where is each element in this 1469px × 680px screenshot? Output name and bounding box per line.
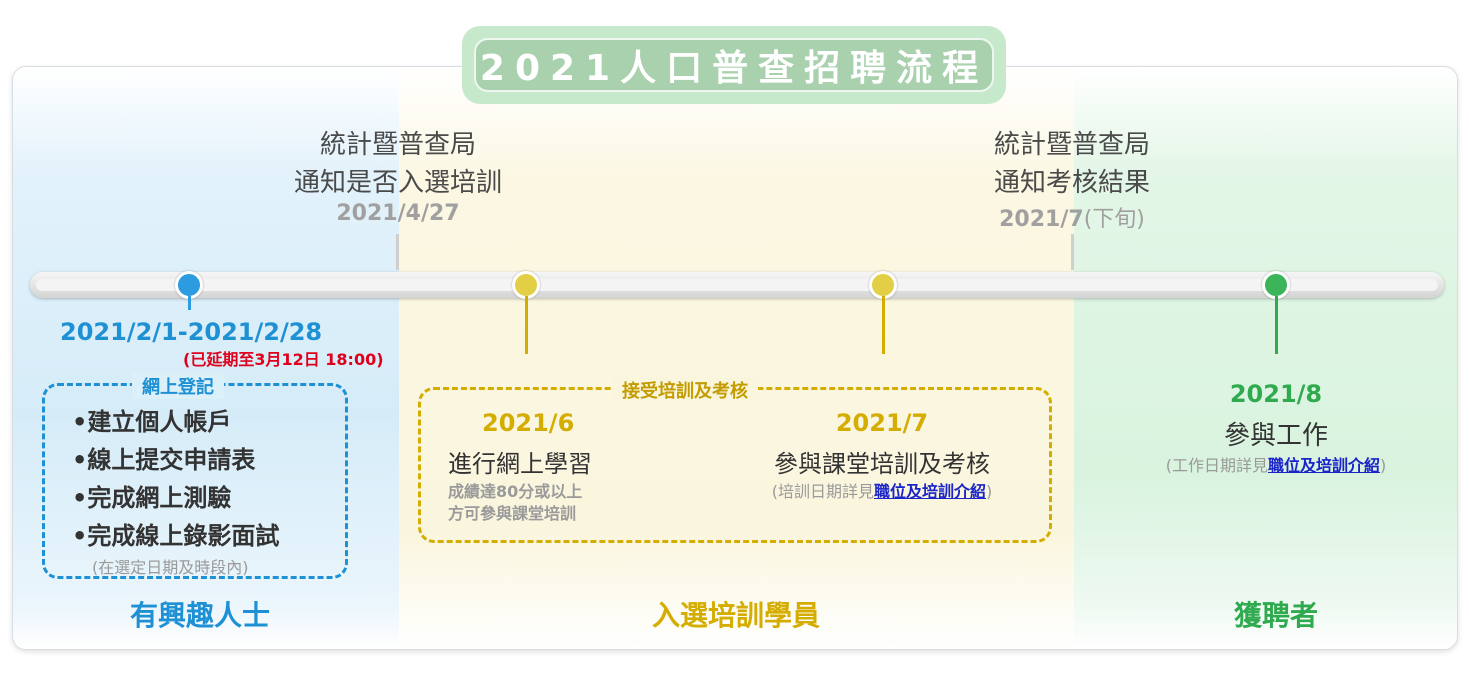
- stem-yellow-1: [525, 296, 528, 354]
- online-registration-label: 網上登記: [132, 373, 224, 399]
- timeline-dot-yellow-1: [512, 271, 540, 299]
- stage3-footer: 獲聘者: [1233, 599, 1318, 632]
- stage1-note: (在選定日期及時段內): [92, 558, 249, 577]
- stage-hired-band: [1074, 67, 1457, 649]
- stem-green: [1275, 296, 1278, 354]
- notify-training-line1: 統計暨普查局: [319, 130, 476, 160]
- stage3-date: 2021/8: [1229, 380, 1323, 408]
- page-title: 2021人口普查招聘流程: [474, 38, 994, 92]
- stage2-note-suffix: ): [986, 482, 993, 501]
- stage3-note-suffix: ): [1380, 456, 1387, 475]
- stage1-extension: (已延期至3月12日 18:00): [183, 350, 384, 369]
- stem-yellow-2: [882, 296, 885, 354]
- stage2-right-note: (培訓日期詳見職位及培訓介紹): [722, 478, 1042, 502]
- timeline-dot-green: [1262, 271, 1290, 299]
- stage2-right-title: 參與課堂培訓及考核: [774, 450, 990, 478]
- stage2-left-note1: 成績達80分或以上: [448, 482, 583, 501]
- step-submit-form: •線上提交申請表: [72, 446, 256, 474]
- stage1-date: 2021/2/1-2021/2/28: [60, 318, 323, 346]
- timeline-dot-blue: [175, 271, 203, 299]
- stage2-left-title: 進行網上學習: [448, 450, 592, 478]
- notify-training-line2: 通知是否入選培訓: [293, 168, 502, 198]
- step-online-test: •完成網上測驗: [72, 484, 232, 512]
- step-video-interview: •完成線上錄影面試: [72, 522, 280, 550]
- stage-interested-band: [13, 67, 399, 649]
- registration-steps: •建立個人帳戶 •線上提交申請表 •完成網上測驗 •完成線上錄影面試: [72, 402, 279, 554]
- stage-trainee-band: [399, 67, 1074, 649]
- stage2-left-date: 2021/6: [482, 409, 575, 437]
- notify-result-date-suffix: (下旬): [1083, 207, 1145, 232]
- stage3-note-prefix: (工作日期詳見: [1165, 456, 1268, 475]
- position-training-link-2[interactable]: 職位及培訓介紹: [1267, 456, 1380, 475]
- divider-tick-right: [1071, 234, 1074, 270]
- divider-tick-left: [396, 234, 399, 270]
- stage2-right-date: 2021/7: [835, 409, 929, 437]
- stage2-left-note2: 方可參與課堂培訓: [448, 504, 577, 523]
- process-panel: [12, 66, 1458, 650]
- stage2-note-prefix: (培訓日期詳見: [771, 482, 874, 501]
- stage1-footer: 有興趣人士: [129, 599, 270, 632]
- stage2-footer: 入選培訓學員: [651, 599, 820, 632]
- stage3-title: 參與工作: [1223, 421, 1328, 451]
- notify-result-date: 2021/7: [999, 207, 1084, 232]
- notify-result-line1: 統計暨普查局: [993, 130, 1150, 160]
- step-create-account: •建立個人帳戶: [72, 408, 232, 436]
- training-assessment-label: 接受培訓及考核: [612, 377, 758, 403]
- stem-blue: [188, 296, 191, 310]
- notify-training-date: 2021/4/27: [336, 201, 460, 226]
- stage3-note: (工作日期詳見職位及培訓介紹): [1116, 452, 1436, 476]
- position-training-link[interactable]: 職位及培訓介紹: [873, 482, 986, 501]
- timeline-dot-yellow-2: [869, 271, 897, 299]
- timeline-bar-core: [36, 279, 1438, 291]
- notify-result-date-wrap: 2021/7(下旬): [922, 201, 1222, 233]
- notify-result-line2: 通知考核結果: [993, 168, 1150, 198]
